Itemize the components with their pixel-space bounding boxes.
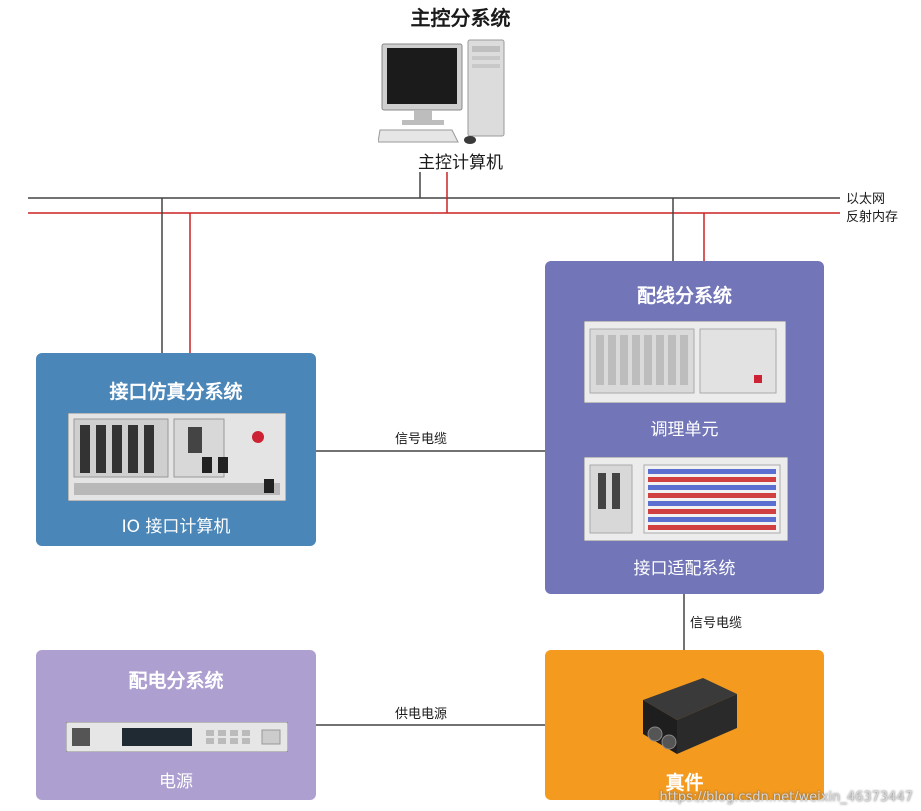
- wiring-title: 配线分系统: [636, 285, 732, 307]
- interface-adapter-label: 接口适配系统: [633, 559, 736, 579]
- main-control-subsystem-title: 主控分系统: [410, 6, 511, 30]
- host-computer-label: 主控计算机: [418, 153, 503, 173]
- signal-cable-vertical-label: 信号电缆: [690, 616, 743, 631]
- power-title: 配电分系统: [128, 670, 224, 692]
- conditioning-unit-label: 调理单元: [650, 420, 719, 440]
- power-subsystem-box: 配电分系统 电源: [36, 650, 316, 800]
- signal-cable-horizontal-label: 信号电缆: [395, 432, 448, 447]
- interface-sim-subsystem-box: 接口仿真分系统 IO 接口计算机: [36, 353, 316, 546]
- wiring-subsystem-box: 配线分系统 调理单元 接口适配系统: [545, 261, 824, 594]
- desktop-computer-icon: [378, 39, 505, 144]
- power-supply-label: 电源: [159, 772, 193, 792]
- ethernet-label: 以太网: [846, 192, 886, 207]
- interface-adapter-chassis-icon: [584, 457, 788, 541]
- real-part-box: 真件: [545, 650, 824, 800]
- real-part-title: 真件: [665, 772, 704, 794]
- terminal-pin-grid: [648, 469, 776, 530]
- power-cable-label: 供电电源: [395, 707, 448, 722]
- reflective-memory-label: 反射内存: [846, 210, 899, 225]
- interface-sim-title: 接口仿真分系统: [109, 381, 243, 403]
- real-part-device-icon: [643, 678, 737, 754]
- io-computer-chassis-icon: [68, 413, 286, 501]
- watermark-url: https://blog.csdn.net/weixin_46373447: [659, 790, 913, 805]
- power-supply-device-icon: [66, 722, 288, 752]
- conditioning-unit-chassis-icon: [584, 321, 786, 403]
- io-computer-label: IO 接口计算机: [121, 517, 231, 537]
